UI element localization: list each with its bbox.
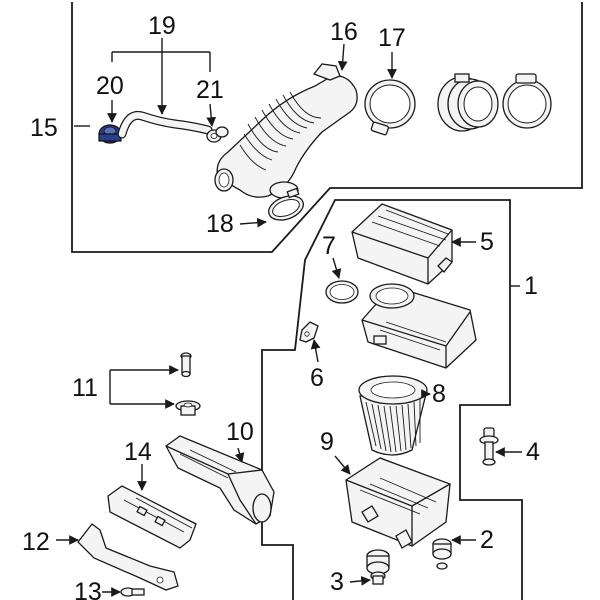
callout-13: 13 bbox=[74, 578, 102, 600]
callout-4: 4 bbox=[526, 438, 540, 466]
callout-7: 7 bbox=[322, 232, 336, 260]
part-20-grommet bbox=[98, 124, 122, 144]
callout-17: 17 bbox=[378, 24, 406, 52]
callout-18: 18 bbox=[206, 210, 234, 238]
callout-16: 16 bbox=[330, 18, 358, 46]
leader-lines bbox=[56, 38, 522, 597]
part-16-intake-duct bbox=[214, 63, 358, 199]
part-13-screw bbox=[120, 587, 145, 597]
part-17-clamp bbox=[364, 79, 416, 136]
callout-5: 5 bbox=[480, 228, 494, 256]
part-3-bolt bbox=[370, 571, 386, 585]
part-9-lower-housing bbox=[345, 457, 451, 549]
callout-8: 8 bbox=[432, 380, 446, 408]
callout-2: 2 bbox=[480, 526, 494, 554]
part-8-filter-element bbox=[358, 375, 428, 456]
part-6-bracket bbox=[299, 321, 319, 343]
part-11-pin-grommet bbox=[175, 352, 201, 416]
callout-11: 11 bbox=[72, 374, 98, 402]
part-2-grommet bbox=[432, 538, 452, 570]
part-7-seal bbox=[325, 280, 359, 304]
part-10-air-duct bbox=[165, 435, 275, 525]
callout-20: 20 bbox=[96, 72, 124, 100]
part-4-fastener bbox=[479, 427, 499, 466]
callout-6: 6 bbox=[310, 364, 324, 392]
callout-19: 19 bbox=[148, 12, 176, 40]
part-18-clamp bbox=[268, 187, 304, 221]
air-cleaner-group-box bbox=[261, 199, 523, 600]
part-5-cover bbox=[351, 203, 453, 285]
callout-1: 1 bbox=[524, 272, 538, 300]
callout-9: 9 bbox=[320, 428, 334, 456]
right-clamp bbox=[502, 73, 552, 129]
part-12-bracket bbox=[77, 523, 179, 591]
callout-15: 15 bbox=[30, 114, 58, 142]
lower-mount-grommet bbox=[366, 549, 390, 575]
callout-12: 12 bbox=[22, 528, 50, 556]
intake-hose-group-box bbox=[71, 2, 583, 253]
callout-3: 3 bbox=[330, 568, 344, 596]
callout-14: 14 bbox=[124, 438, 152, 466]
part-19-vent-hose bbox=[117, 110, 213, 139]
part-1-housing-upper bbox=[361, 283, 477, 369]
part-21-hose-clamp bbox=[206, 126, 229, 143]
callout-labels: 15 19 20 21 16 17 18 5 7 1 6 8 9 4 2 3 1… bbox=[22, 12, 540, 600]
part-14-guide bbox=[107, 485, 197, 549]
resonator-adapter bbox=[437, 73, 499, 132]
callout-10: 10 bbox=[226, 418, 254, 446]
callout-21: 21 bbox=[196, 76, 224, 104]
